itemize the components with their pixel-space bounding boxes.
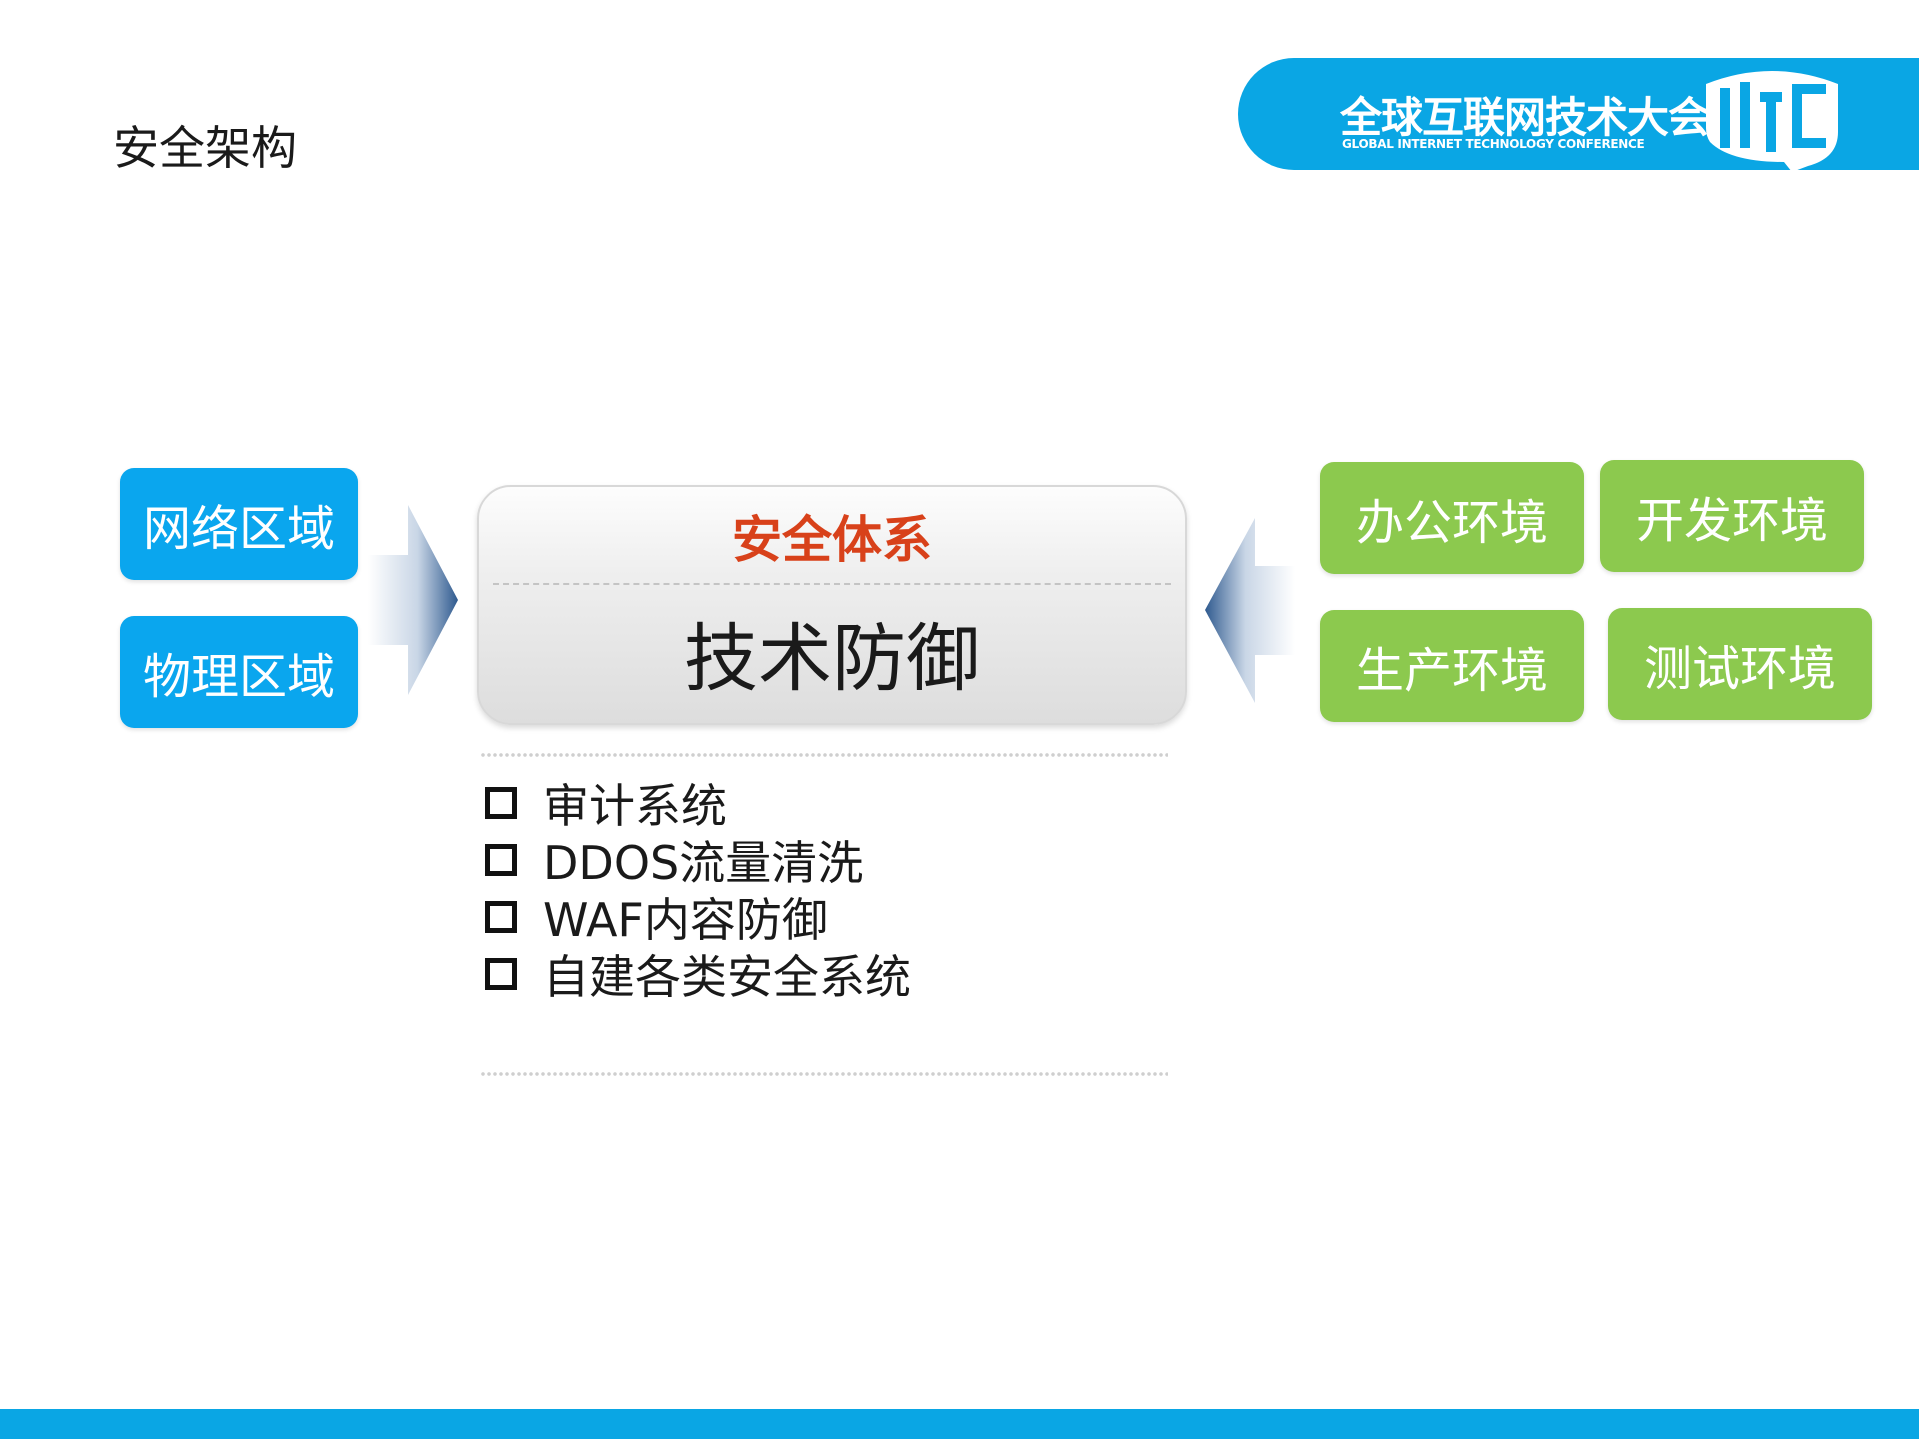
list-item: 自建各类安全系统 [485,945,911,1004]
list-item-label: DDOS流量清洗 [543,835,864,890]
zone-physical: 物理区域 [120,616,358,728]
arrow-left-icon [1205,518,1295,703]
square-bullet-icon [485,843,517,876]
panel-body: 技术防御 [684,615,980,702]
square-bullet-icon [485,900,517,933]
zone-network: 网络区域 [120,468,358,580]
measures-list: 审计系统 DDOS流量清洗 WAF内容防御 自建各类安全系统 [485,774,911,1004]
list-item-label: 自建各类安全系统 [543,949,911,1004]
list-item: WAF内容防御 [485,888,911,947]
env-prod: 生产环境 [1320,610,1584,722]
list-item: DDOS流量清洗 [485,831,911,890]
security-system-panel: 安全体系 技术防御 [477,485,1187,725]
gitc-logo-icon [1706,71,1838,172]
arrow-right-icon [368,505,458,695]
square-bullet-icon [485,786,517,819]
list-item: 审计系统 [485,774,911,833]
panel-header: 安全体系 [732,511,932,569]
list-item-label: WAF内容防御 [543,892,828,947]
env-test: 测试环境 [1608,608,1872,720]
dotted-divider-bottom [480,1071,1168,1077]
footer-bar [0,1409,1919,1439]
list-item-label: 审计系统 [543,778,727,833]
env-office: 办公环境 [1320,462,1584,574]
conference-name-cn: 全球互联网技术大会 [1340,93,1710,142]
dotted-divider-top [480,752,1168,758]
square-bullet-icon [485,957,517,990]
page-title: 安全架构 [113,121,297,175]
panel-divider [493,583,1171,585]
conference-name-en: GLOBAL INTERNET TECHNOLOGY CONFERENCE [1342,137,1645,151]
env-dev: 开发环境 [1600,460,1864,572]
